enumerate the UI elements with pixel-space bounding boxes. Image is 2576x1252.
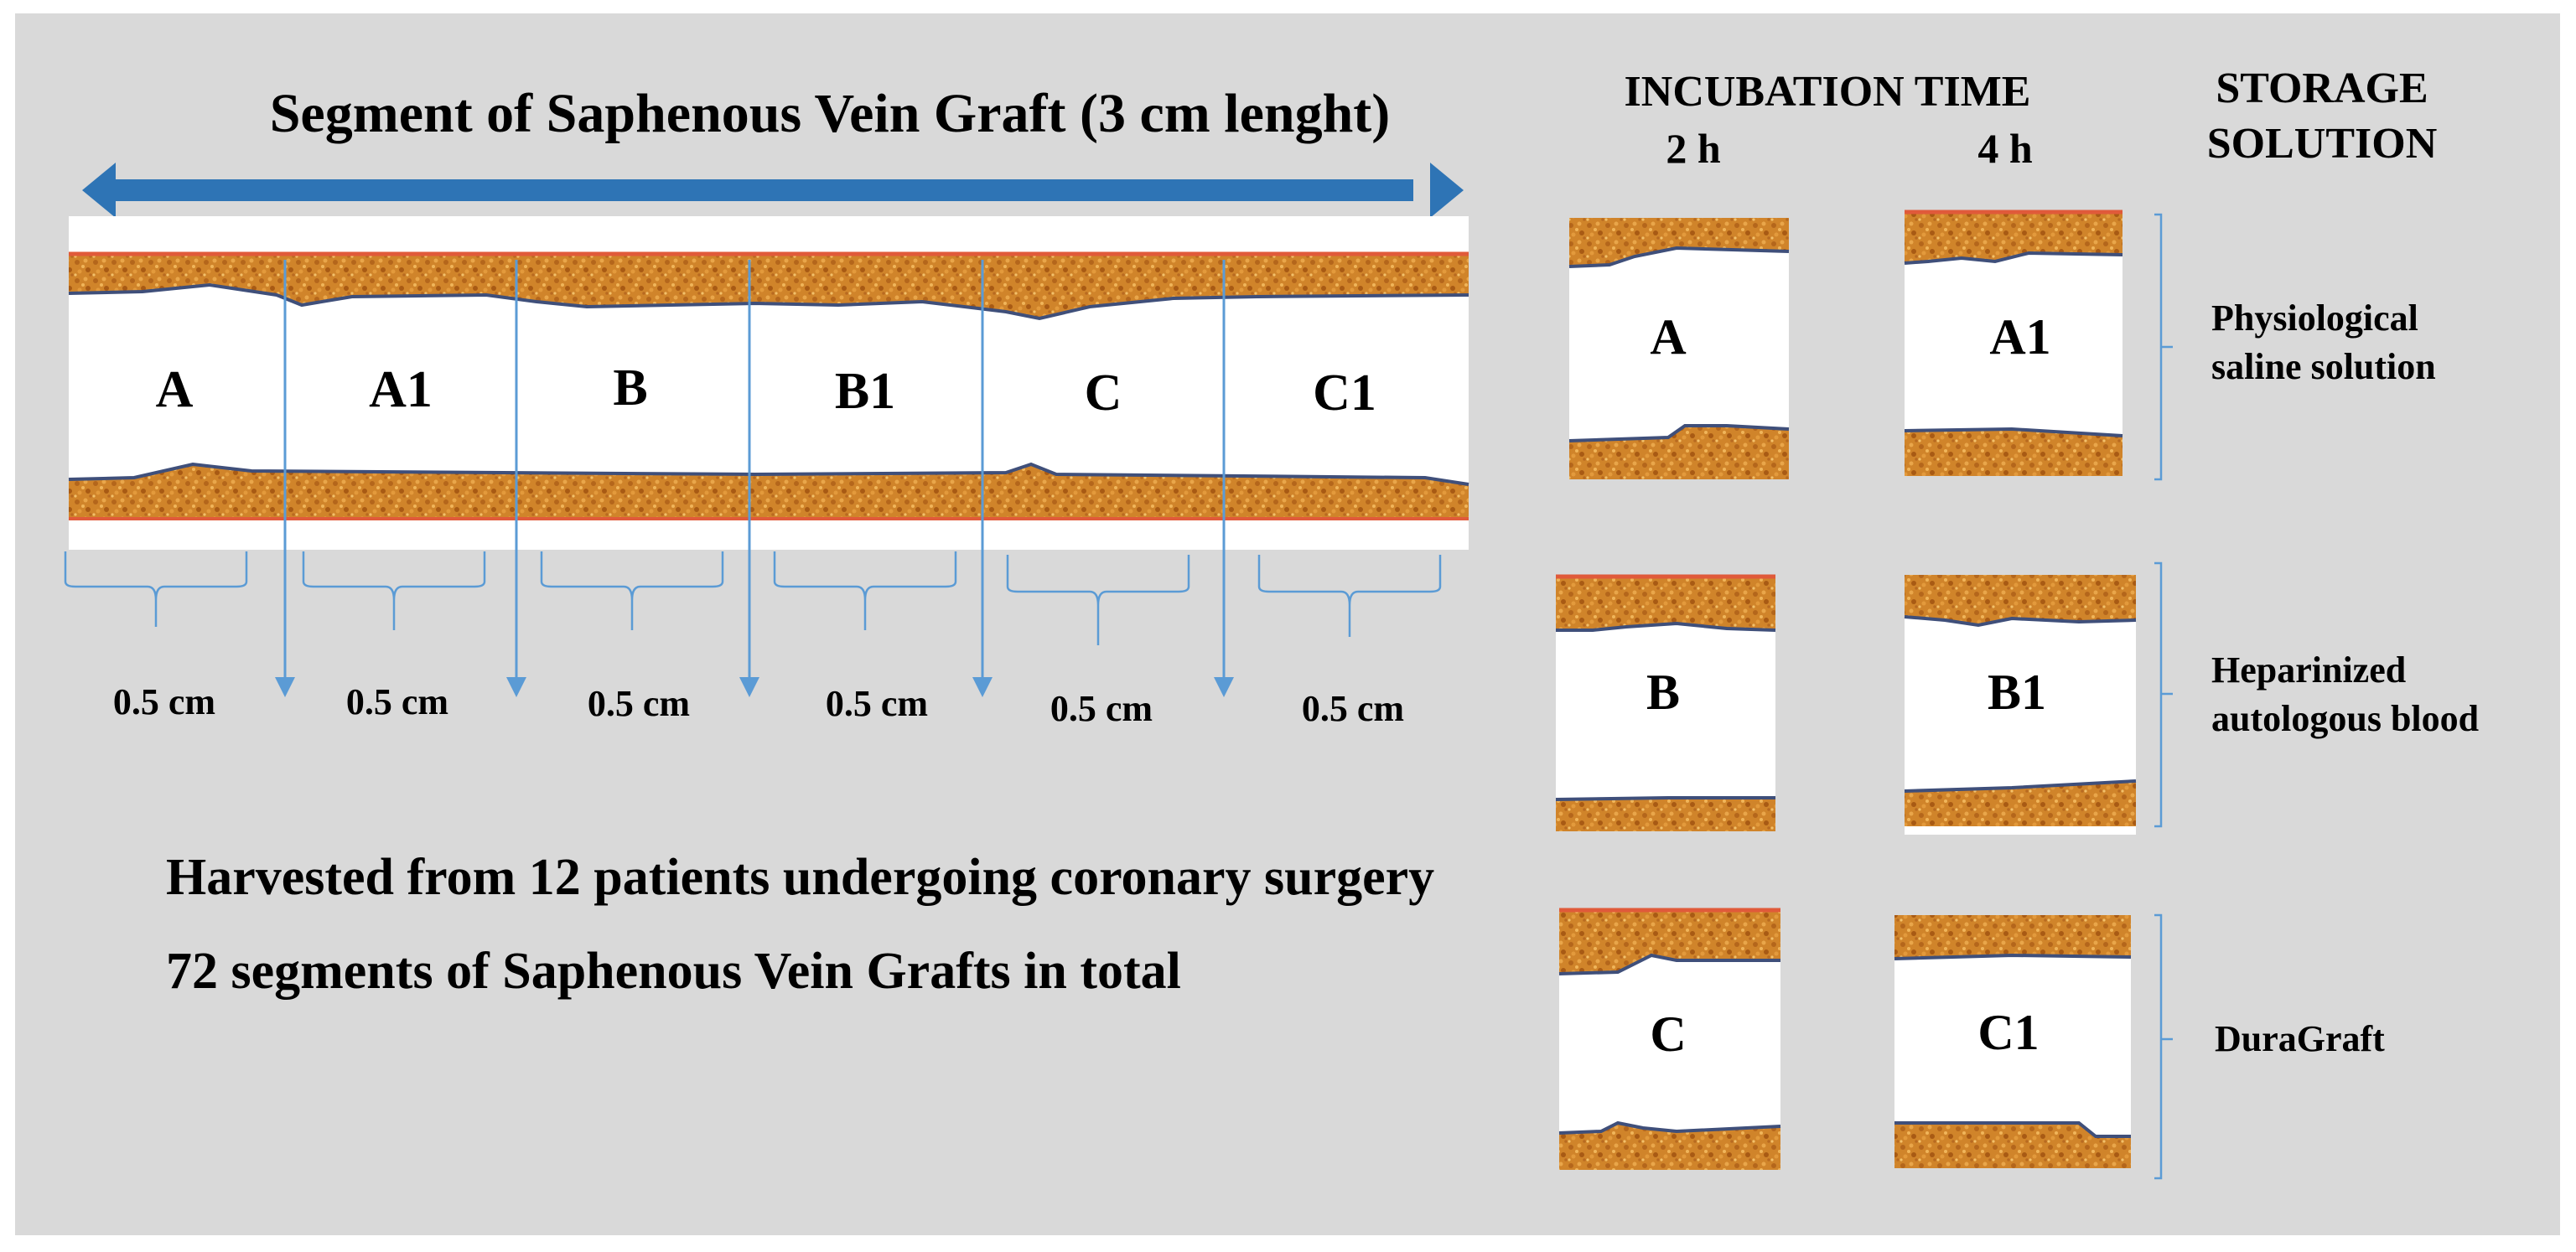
solution-blood-line1: Heparinized (2211, 649, 2407, 691)
storage-brackets (2154, 213, 2173, 1180)
panel-c-2h (1558, 908, 1781, 1170)
solution-blood-line2: autologous blood (2211, 698, 2480, 739)
segment-length: 0.5 cm (112, 681, 216, 722)
segment-label-a: A (155, 361, 194, 418)
solution-saline-line2: saline solution (2211, 346, 2436, 387)
incubation-header: INCUBATION TIME (1624, 68, 2031, 116)
incubation-col-4h: 4 h (1977, 125, 2033, 172)
panel-label-a1: A1 (1989, 309, 2051, 365)
panel-c1-4h (1894, 915, 2132, 1168)
panel-label-c: C (1650, 1006, 1687, 1062)
segment-label-b1: B1 (834, 363, 896, 420)
panel-label-b1: B1 (1987, 665, 2047, 720)
segment-label-a1: A1 (369, 361, 433, 418)
double-arrow-icon (82, 163, 1464, 218)
solution-duragraft: DuraGraft (2215, 1018, 2385, 1059)
panel-label-b: B (1646, 665, 1681, 720)
vein-strip (68, 216, 1469, 550)
panel-b-2h (1555, 574, 1776, 831)
segment-braces (64, 551, 1442, 645)
segment-length: 0.5 cm (1050, 688, 1153, 729)
incubation-col-2h: 2 h (1666, 125, 1721, 172)
segment-label-b: B (613, 360, 648, 416)
storage-header-line1: STORAGE (2216, 65, 2428, 112)
segment-length: 0.5 cm (345, 681, 449, 722)
segment-length: 0.5 cm (825, 683, 929, 724)
segment-length: 0.5 cm (587, 683, 691, 724)
info-line-total: 72 segments of Saphenous Vein Grafts in … (166, 943, 1181, 1000)
segment-label-c1: C1 (1313, 365, 1376, 422)
segment-length: 0.5 cm (1301, 688, 1405, 729)
storage-header-line2: SOLUTION (2206, 120, 2438, 168)
panel-b1-4h (1904, 575, 2137, 835)
segment-label-c: C (1084, 365, 1122, 422)
info-line-harvested: Harvested from 12 patients undergoing co… (166, 849, 1435, 906)
figure-title: Segment of Saphenous Vein Graft (3 cm le… (269, 83, 1391, 144)
panel-a1-4h (1904, 210, 2123, 476)
solution-saline-line1: Physiological (2211, 297, 2418, 339)
segment-dividers (275, 260, 1234, 697)
panel-label-a: A (1650, 309, 1687, 365)
panel-a-2h (1568, 218, 1790, 479)
panel-label-c1: C1 (1977, 1005, 2040, 1060)
